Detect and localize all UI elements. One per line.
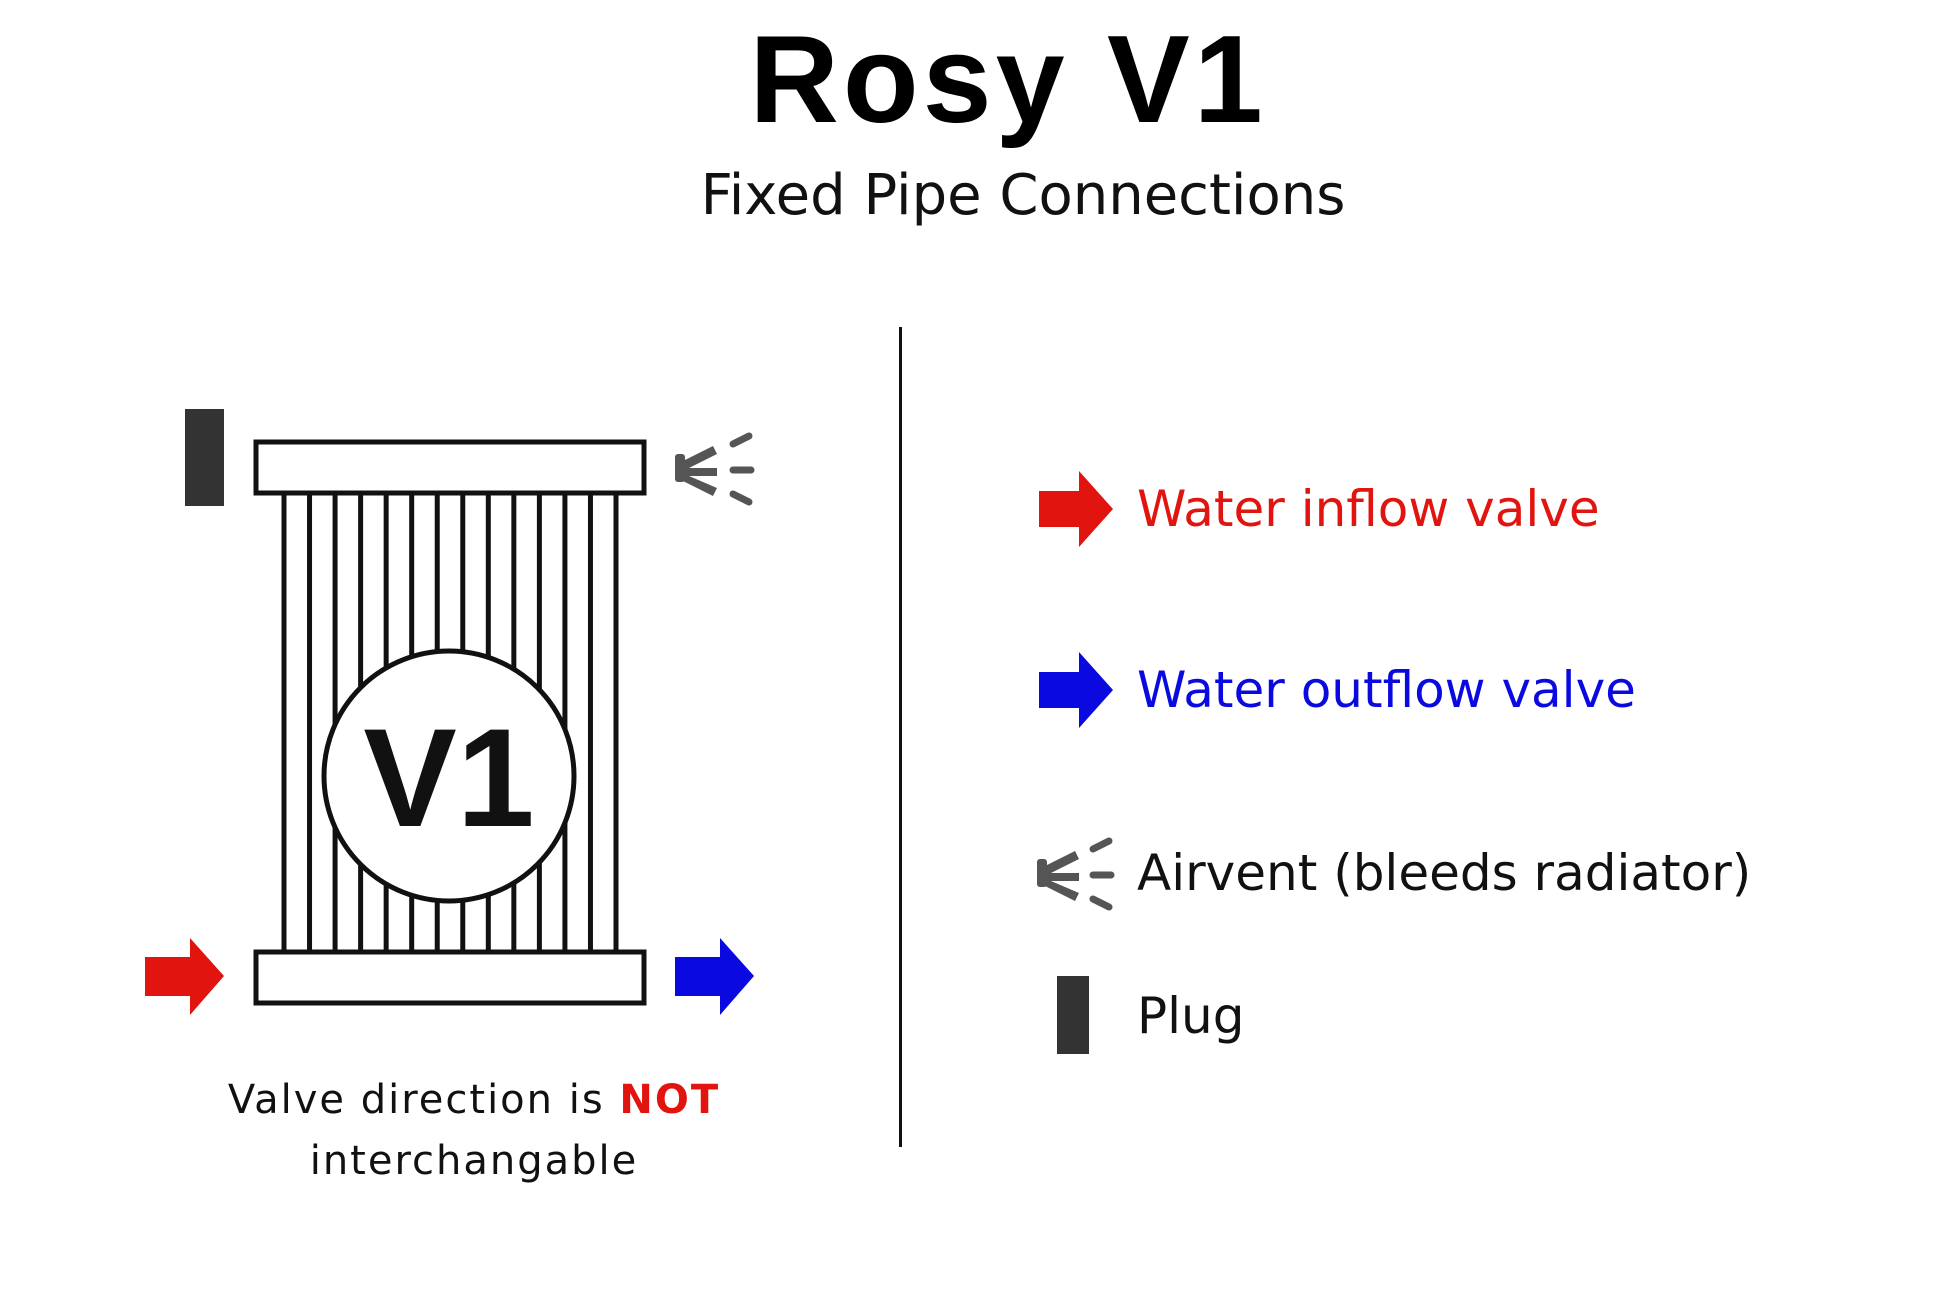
airvent-icon	[1030, 833, 1120, 913]
legend-item-outflow: Water outflow valve	[1030, 650, 1636, 730]
radiator-badge-circle	[321, 648, 577, 904]
radiator-top-bar	[253, 439, 647, 496]
blue-arrow-icon	[1030, 650, 1120, 730]
radiator-bottom-bar	[253, 949, 647, 1006]
page-subtitle: Fixed Pipe Connections	[700, 163, 1346, 228]
page-title: Rosy V1	[749, 11, 1267, 149]
legend-label: Airvent (bleeds radiator)	[1137, 844, 1752, 902]
radiator-diagram: V1	[145, 409, 755, 1015]
caption-prefix: Valve direction is	[227, 1077, 620, 1123]
caption-emphasis: NOT	[619, 1077, 721, 1123]
legend-label: Water outflow valve	[1137, 661, 1636, 719]
airvent-icon	[675, 432, 755, 506]
red-arrow-icon	[1030, 469, 1120, 549]
legend-item-inflow: Water inflow valve	[1030, 469, 1600, 549]
outflow-arrow-icon	[675, 938, 754, 1015]
legend-label: Water inflow valve	[1137, 480, 1600, 538]
legend-label: Plug	[1137, 987, 1245, 1045]
inflow-arrow-icon	[145, 938, 224, 1015]
vertical-divider	[899, 327, 902, 1147]
caption-line-2: interchangable	[309, 1138, 639, 1184]
plug-icon	[185, 409, 224, 506]
legend-item-plug: Plug	[1030, 976, 1244, 1056]
plug-icon	[1030, 976, 1120, 1056]
radiator-badge-label: V1	[363, 699, 534, 856]
legend-item-airvent: Airvent (bleeds radiator)	[1030, 833, 1751, 913]
caption-line-1: Valve direction is NOT	[0, 1080, 948, 1120]
